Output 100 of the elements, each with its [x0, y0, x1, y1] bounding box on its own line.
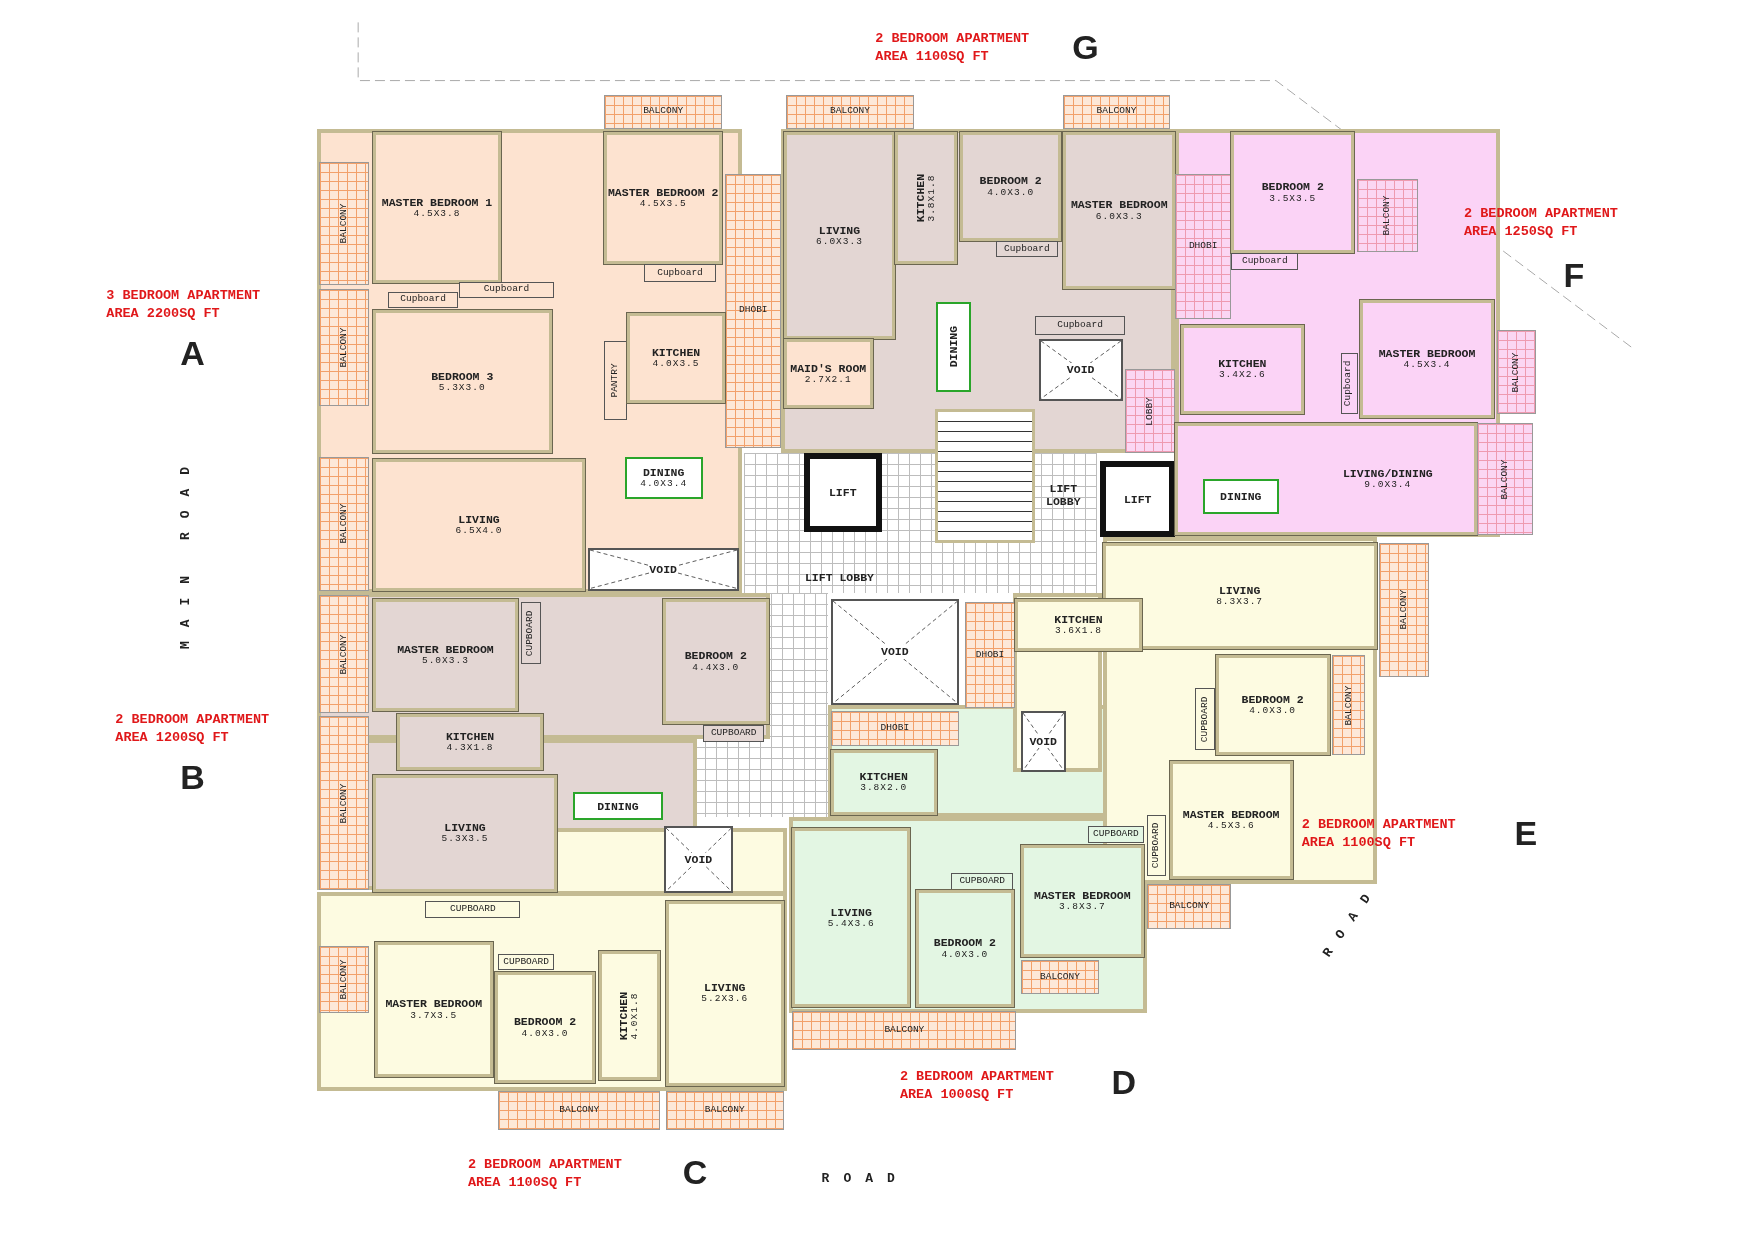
- room-size: 3.6X1.8: [1054, 626, 1102, 638]
- balcony-area: [1063, 95, 1170, 129]
- room-size: 5.3X3.0: [438, 382, 486, 394]
- void-shaft: [587, 548, 739, 591]
- block-letter: D: [1111, 1063, 1136, 1103]
- room-label: LIVING: [704, 981, 746, 995]
- room-label: LIVING: [818, 223, 861, 237]
- room-label: BALCONY: [338, 783, 350, 823]
- balcony-area: [1147, 884, 1232, 929]
- room: [830, 749, 937, 815]
- room-size: 4.5X3.6: [1207, 821, 1255, 832]
- room-label: BEDROOM 3: [431, 369, 494, 383]
- block-letter: C: [682, 1152, 708, 1192]
- cupboard: [643, 264, 717, 282]
- room-size: 5.3X3.5: [441, 834, 489, 846]
- room: [494, 971, 596, 1084]
- room-label: VOID: [684, 853, 713, 867]
- apartment-heading: 3 BEDROOM APARTMENT AREA 2200SQ FT: [106, 286, 262, 323]
- room: [1215, 654, 1330, 756]
- room-size: 3.8X3.7: [1058, 902, 1106, 913]
- room-label: BALCONY: [559, 1105, 600, 1117]
- room-label: CUPBOARD: [503, 956, 549, 968]
- room-size: 4.0X3.0: [521, 1028, 569, 1040]
- room-size: 3.8X1.8: [927, 174, 939, 222]
- room-size: 3.7X3.5: [410, 1010, 458, 1022]
- room-label: MASTER BEDROOM: [1034, 888, 1131, 903]
- room-label: DINING: [1220, 489, 1262, 504]
- balcony-area: [792, 1010, 1017, 1050]
- apartment-heading: 2 BEDROOM APARTMENT AREA 1200SQ FT: [115, 710, 271, 747]
- room-size: 9.0X3.4: [1364, 480, 1412, 492]
- cupboard: [604, 341, 627, 420]
- room-label: BALCONY: [338, 634, 350, 675]
- room-label: LIVING/DINING: [1342, 466, 1433, 481]
- room-label: LIVING: [458, 512, 500, 527]
- balcony-area: [1020, 960, 1100, 994]
- room-label: CUPBOARD: [710, 728, 757, 740]
- cupboard: [1147, 814, 1167, 877]
- cupboard: [458, 282, 554, 298]
- room-label: KITCHEN: [859, 770, 908, 784]
- room-label: KITCHEN: [445, 730, 495, 744]
- room-label: DHOBI: [1188, 240, 1218, 252]
- balcony-area: [319, 456, 370, 591]
- room-size: 4.4X3.0: [692, 662, 740, 674]
- room-label: BALCONY: [338, 503, 350, 544]
- room: [1015, 598, 1142, 652]
- dining-table: [624, 456, 703, 500]
- room-size: 5.4X3.6: [827, 919, 875, 930]
- room-label: BALCONY: [704, 1105, 745, 1117]
- apartment-heading: 2 BEDROOM APARTMENT AREA 1100SQ FT: [467, 1156, 623, 1193]
- room-label: LIVING: [1218, 583, 1261, 598]
- room-label: DINING: [597, 799, 639, 813]
- room-label: Cupboard: [483, 284, 530, 296]
- apartment-heading: 2 BEDROOM APARTMENT AREA 1100SQ FT: [1301, 815, 1457, 853]
- room-size: 4.0X3.0: [941, 949, 989, 961]
- tiled-area: [1477, 423, 1534, 535]
- room-label: LOBBY: [1144, 397, 1156, 426]
- room-size: 5.2X3.6: [701, 994, 749, 1006]
- balcony-area: [498, 1091, 661, 1131]
- room-label: BALCONY: [1343, 685, 1355, 726]
- room-label: MASTER BEDROOM: [1070, 198, 1168, 212]
- road-label: ROAD: [821, 1170, 909, 1185]
- room-label: KITCHEN: [914, 174, 928, 223]
- room: [372, 774, 558, 892]
- room-label: Cupboard: [1004, 243, 1050, 255]
- room-label: MASTER BEDROOM 1: [381, 195, 493, 209]
- room-label: MAID'S ROOM: [790, 361, 867, 375]
- balcony-area: [319, 945, 370, 1013]
- dining-table: [935, 302, 972, 392]
- room-label: DHOBI: [880, 723, 910, 735]
- room-label: DINING: [947, 326, 961, 368]
- room: [372, 458, 586, 591]
- room: [1359, 300, 1495, 418]
- void-shaft: [663, 826, 734, 894]
- room-label: LIFT: [828, 485, 857, 500]
- block-letter: F: [1563, 256, 1585, 296]
- balcony-area: [319, 288, 370, 407]
- room: [1180, 324, 1304, 415]
- room-label: VOID: [881, 645, 909, 659]
- room-size: 2.7X2.1: [804, 374, 852, 386]
- room-size: 4.0X3.5: [652, 359, 700, 371]
- room-label: CUPBOARD: [1151, 822, 1163, 869]
- room: [1020, 845, 1144, 957]
- balcony-area: [785, 95, 915, 129]
- tiled-area: [1496, 330, 1536, 415]
- lift-shaft: [1100, 461, 1176, 538]
- room: [895, 132, 957, 265]
- balcony-area: [1378, 542, 1430, 678]
- room-size: 3.5X3.5: [1269, 193, 1317, 205]
- room-label: MASTER BEDROOM 2: [607, 186, 719, 200]
- room-size: 4.5X3.4: [1403, 359, 1451, 371]
- cupboard: [1195, 688, 1216, 750]
- room-label: BALCONY: [1510, 352, 1522, 393]
- room-label: MASTER BEDROOM: [385, 997, 483, 1011]
- room-label: Cupboard: [1057, 319, 1103, 331]
- room-label: PANTRY: [610, 363, 622, 398]
- room-label: BALCONY: [884, 1024, 925, 1036]
- room-label: CUPBOARD: [1093, 828, 1139, 840]
- room-size: 4.0X1.8: [630, 992, 642, 1040]
- room-label: DINING: [642, 465, 685, 480]
- room-label: CUPBOARD: [1200, 696, 1211, 742]
